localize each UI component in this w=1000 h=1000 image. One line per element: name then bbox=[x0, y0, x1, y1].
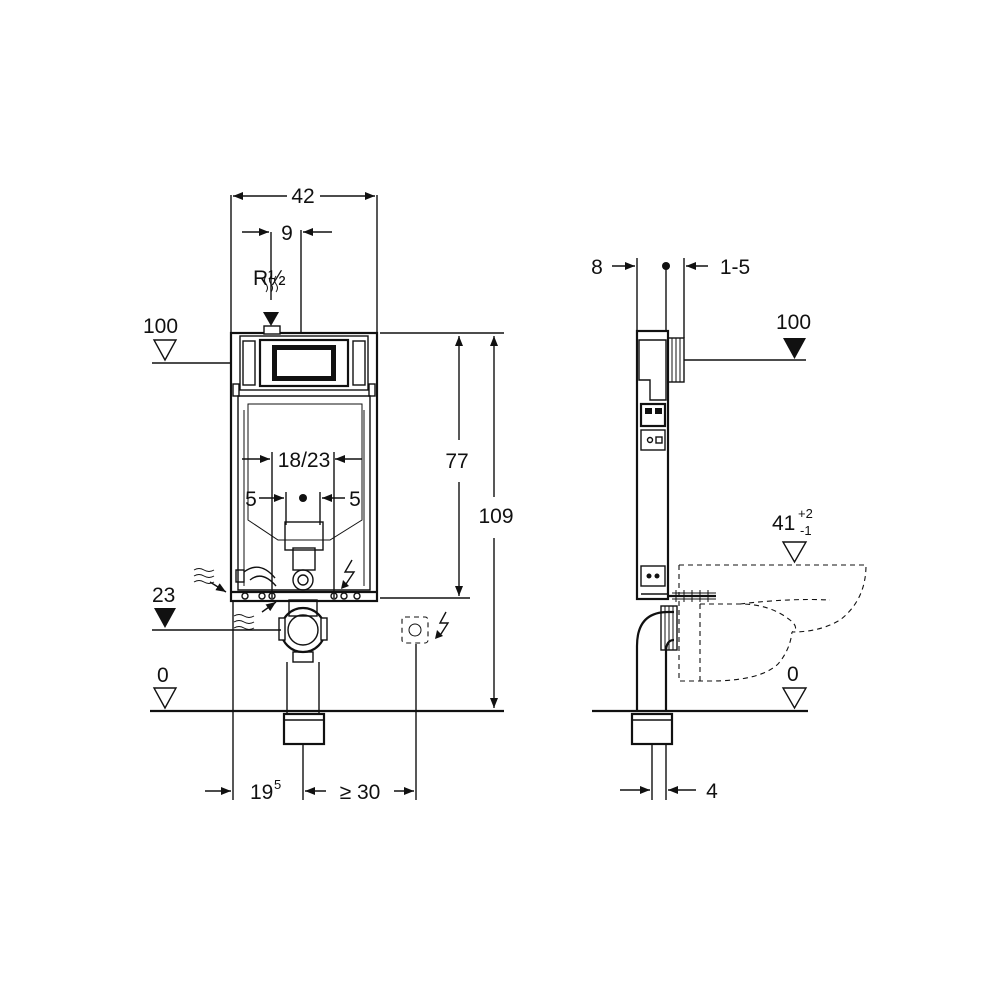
drain-pipe bbox=[278, 599, 328, 746]
bowl-height-marker: 41 +2 -1 bbox=[772, 506, 813, 564]
dimension-19-5: 19 5 bbox=[205, 600, 304, 804]
floor-level-marker: 0 bbox=[150, 664, 504, 713]
cold-water-inlet-icon bbox=[193, 568, 227, 593]
front-view: R½ bbox=[143, 185, 514, 804]
dimension-8-1-5: 8 1-5 bbox=[591, 256, 750, 338]
svg-text:41: 41 bbox=[772, 512, 795, 535]
svg-text:100: 100 bbox=[776, 311, 811, 334]
svg-text:4: 4 bbox=[706, 780, 718, 803]
side-level-100-marker: 100 bbox=[776, 311, 811, 359]
dimension-42: 42 bbox=[233, 185, 375, 208]
svg-text:0: 0 bbox=[157, 664, 169, 687]
bottom-bolts bbox=[241, 592, 361, 600]
svg-text:0: 0 bbox=[787, 663, 799, 686]
side-floor-level-marker: 0 bbox=[592, 663, 808, 713]
dimension-5-5: 5 5 bbox=[245, 488, 361, 525]
side-drain-bend bbox=[630, 605, 678, 746]
electric-symbol-icon bbox=[341, 559, 356, 589]
inlet-thread-label: R½ bbox=[253, 267, 286, 290]
level-23-marker: 23 bbox=[152, 584, 281, 631]
svg-text:9: 9 bbox=[281, 222, 293, 245]
svg-text:-1: -1 bbox=[800, 523, 812, 538]
side-view: 100 41 +2 -1 0 8 1-5 bbox=[591, 256, 867, 803]
left-offset: 5 bbox=[245, 488, 257, 511]
dimension-109: 109 bbox=[470, 332, 514, 708]
svg-text:42: 42 bbox=[291, 185, 314, 208]
water-inlet bbox=[263, 275, 281, 335]
dimension-ge-30: ≥ 30 bbox=[305, 644, 417, 804]
dimension-9: 9 bbox=[242, 222, 332, 300]
svg-text:23: 23 bbox=[152, 584, 175, 607]
power-socket-icon bbox=[401, 611, 450, 644]
svg-text:19: 19 bbox=[250, 781, 273, 804]
dimension-77: 77 bbox=[380, 332, 470, 599]
svg-text:+2: +2 bbox=[798, 506, 813, 521]
svg-text:5: 5 bbox=[274, 777, 281, 792]
svg-text:≥ 30: ≥ 30 bbox=[340, 781, 381, 804]
toilet-bowl-outline bbox=[678, 564, 867, 682]
dimension-18-23: 18/23 bbox=[242, 449, 362, 598]
side-frame bbox=[635, 329, 806, 602]
svg-text:100: 100 bbox=[143, 315, 178, 338]
svg-text:77: 77 bbox=[445, 450, 468, 473]
level-100-marker: 100 bbox=[143, 315, 231, 364]
svg-text:109: 109 bbox=[478, 505, 513, 528]
frame-outline bbox=[229, 195, 379, 603]
side-depth-left: 8 bbox=[591, 256, 603, 279]
svg-text:18/23: 18/23 bbox=[278, 449, 331, 472]
drain-flow-icon bbox=[233, 601, 277, 630]
dimension-4: 4 bbox=[620, 744, 718, 803]
side-depth-right: 1-5 bbox=[720, 256, 750, 279]
right-offset: 5 bbox=[349, 488, 361, 511]
